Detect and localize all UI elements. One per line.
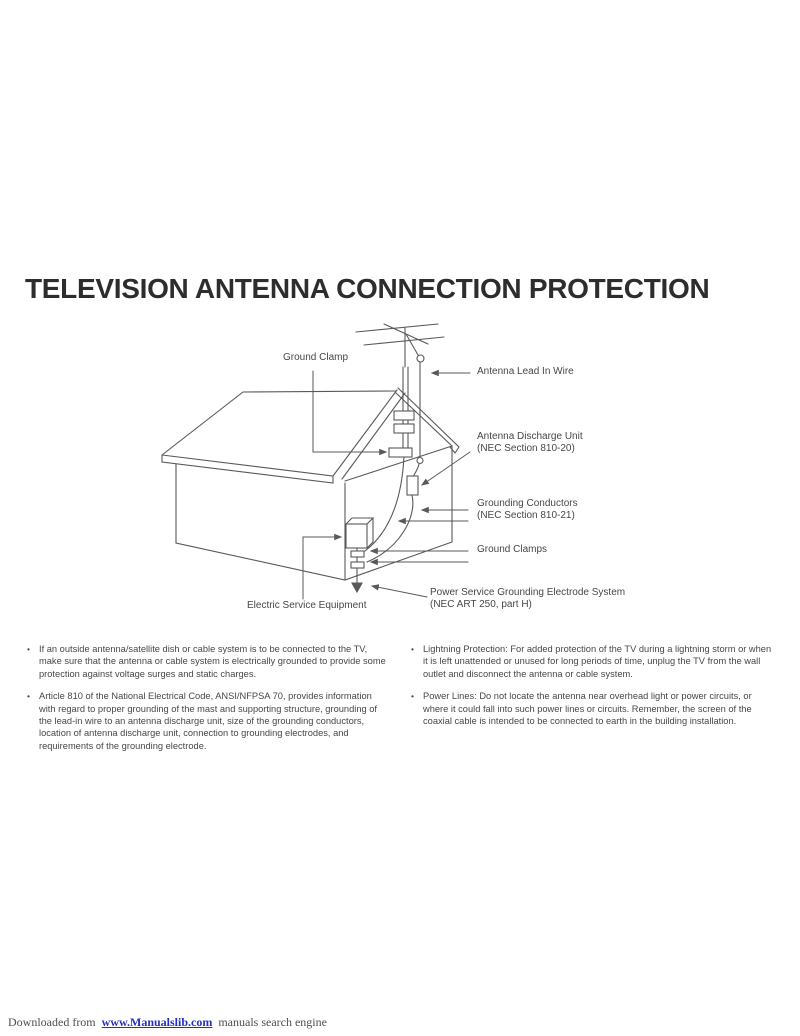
bullet-marker: • bbox=[27, 691, 30, 702]
bullet-marker: • bbox=[411, 644, 414, 654]
list-item: • Lightning Protection: For added protec… bbox=[409, 643, 775, 680]
label-ground-clamps: Ground Clamps bbox=[477, 544, 548, 555]
label-power-service-nec: (NEC ART 250, part H) bbox=[430, 599, 532, 610]
bullet-text-article-810: Article 810 of the National Electrical C… bbox=[39, 691, 377, 751]
page-title: TELEVISION ANTENNA CONNECTION PROTECTION bbox=[25, 272, 710, 304]
lead-in-standoff bbox=[416, 456, 424, 465]
house-outline bbox=[161, 387, 460, 581]
antenna-discharge-unit-box bbox=[406, 475, 419, 496]
bullet-column-left: • If an outside antenna/satellite dish o… bbox=[25, 643, 387, 762]
watermark-prefix: Downloaded from bbox=[8, 1015, 96, 1029]
earth-arrow bbox=[351, 582, 363, 594]
bullet-column-right: • Lightning Protection: For added protec… bbox=[409, 643, 775, 737]
mast-insulator bbox=[416, 354, 425, 363]
label-antenna-lead-in-wire: Antenna Lead In Wire bbox=[477, 366, 574, 377]
mast-clamp-middle bbox=[393, 423, 415, 434]
label-grounding-conductors-nec: (NEC Section 810-21) bbox=[477, 510, 575, 521]
list-item: • If an outside antenna/satellite dish o… bbox=[25, 643, 387, 680]
label-power-service: Power Service Grounding Electrode System bbox=[430, 587, 626, 598]
list-item: • Article 810 of the National Electrical… bbox=[25, 690, 387, 752]
electric-service-box bbox=[345, 523, 368, 549]
mast-ground-clamp bbox=[388, 447, 413, 458]
label-grounding-conductors: Grounding Conductors bbox=[477, 498, 578, 509]
bullet-marker: • bbox=[27, 644, 30, 654]
label-antenna-discharge-unit-nec: (NEC Section 810-20) bbox=[477, 443, 575, 454]
ground-clamp-lower bbox=[350, 561, 365, 569]
service-box-side bbox=[366, 518, 374, 549]
label-antenna-discharge-unit: Antenna Discharge Unit bbox=[477, 431, 583, 442]
ground-clamp-upper bbox=[350, 550, 365, 558]
label-electric-service-equipment: Electric Service Equipment bbox=[247, 600, 367, 611]
grounding-wires bbox=[356, 455, 420, 584]
manualslib-link[interactable]: www.Manualslib.com bbox=[101, 1015, 213, 1029]
bullet-text-lightning-protection: Lightning Protection: For added protecti… bbox=[423, 644, 772, 679]
antenna-and-mast bbox=[355, 323, 445, 458]
mast-clamp-upper bbox=[393, 410, 415, 421]
bullet-text-antenna-grounding: If an outside antenna/satellite dish or … bbox=[39, 644, 386, 679]
callout-leader-lines bbox=[302, 369, 471, 600]
bullet-marker: • bbox=[411, 691, 414, 702]
service-box-top bbox=[344, 517, 375, 525]
diagram-components bbox=[344, 354, 425, 594]
watermark-suffix: manuals search engine bbox=[218, 1015, 327, 1029]
label-ground-clamp: Ground Clamp bbox=[283, 352, 349, 363]
manualslib-watermark: Downloaded from www.Manualslib.com manua… bbox=[8, 1015, 327, 1029]
list-item: • Power Lines: Do not locate the antenna… bbox=[409, 690, 775, 727]
bullet-text-power-lines: Power Lines: Do not locate the antenna n… bbox=[423, 691, 752, 727]
